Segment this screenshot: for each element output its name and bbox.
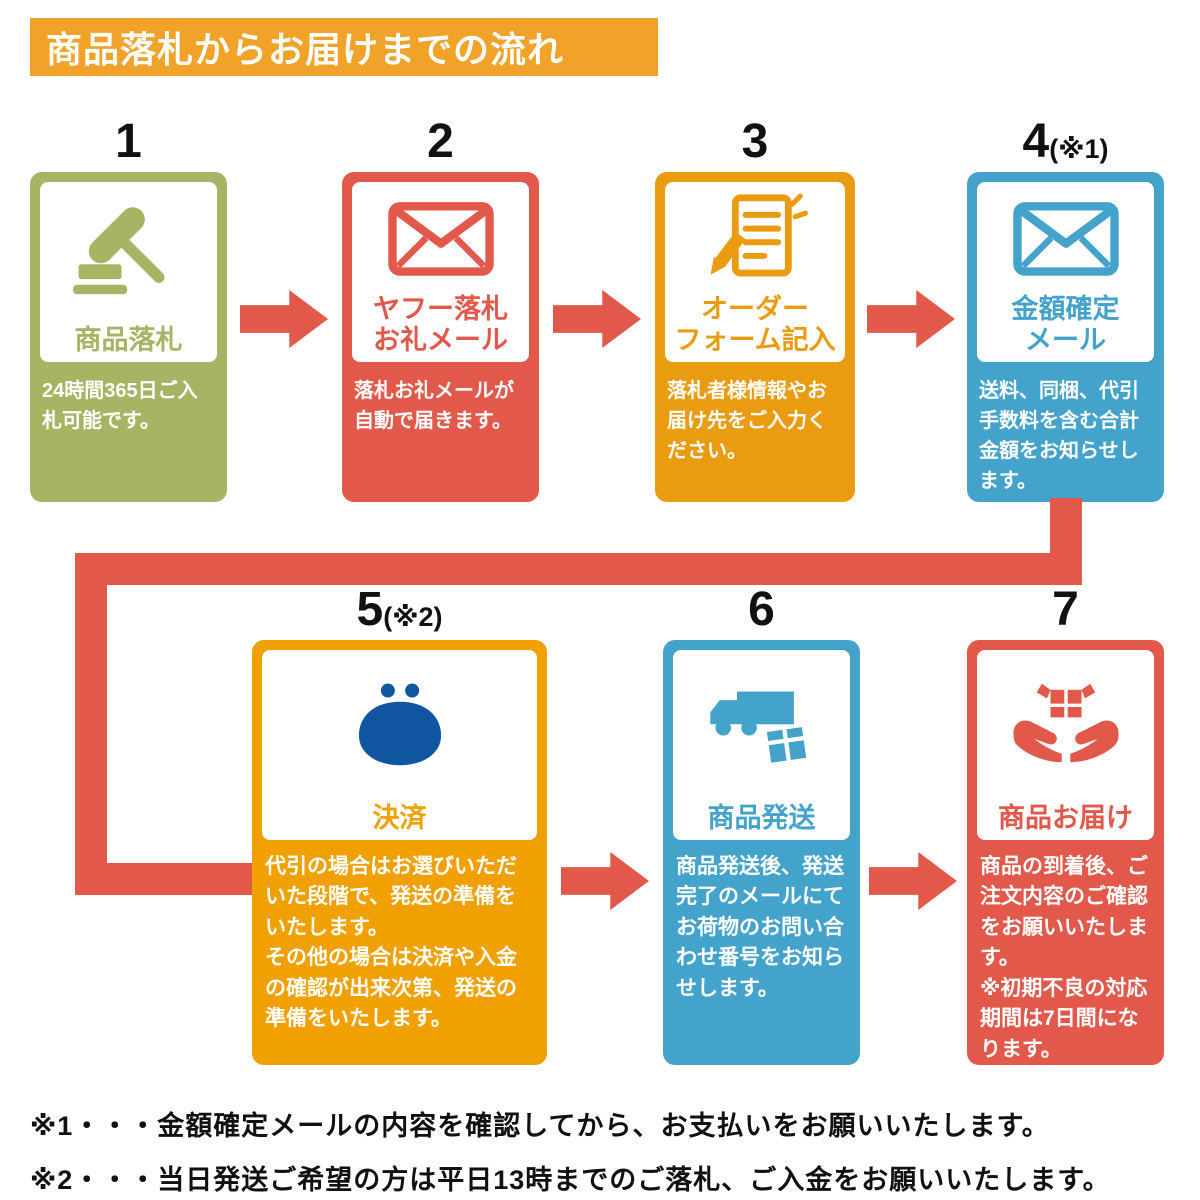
step-card-5-panel: 決済	[262, 650, 537, 840]
step-number-3-value: 3	[741, 115, 769, 168]
step-number-2-value: 2	[427, 115, 454, 168]
footnote-1: ※1・・・金額確定メールの内容を確認してから、お支払いをお願いいたします。	[30, 1111, 1050, 1141]
step-card-2-panel: ヤフー落札 お礼メール	[352, 182, 529, 362]
envelope-icon	[352, 182, 529, 294]
step-card-2: ヤフー落札 お礼メール 落札お礼メールが自動で届きます。	[342, 172, 539, 502]
step-number-4-value: 4	[1022, 115, 1050, 168]
flow-arrow-5-6	[561, 852, 649, 910]
flow-arrow-3-4	[867, 290, 955, 348]
step-card-6-panel: 商品発送	[673, 650, 850, 840]
flow-arrow-2-3	[553, 290, 641, 348]
step-card-1-title: 商品落札	[74, 324, 183, 355]
page-title-text: 商品落札からお届けまでの流れ	[46, 29, 565, 70]
step-card-3: オーダー フォーム記入 落札者様情報やお届け先をご入力ください。	[655, 172, 855, 502]
gavel-icon	[40, 182, 217, 325]
envelope-icon	[977, 182, 1154, 294]
page-title: 商品落札からお届けまでの流れ	[30, 18, 658, 76]
flow-arrow-1-2	[240, 290, 328, 348]
step-card-4-title: 金額確定 メール	[1011, 293, 1120, 355]
step-number-7-value: 7	[1052, 583, 1079, 636]
step-card-2-description: 落札お礼メールが自動で届きます。	[354, 380, 514, 432]
step-card-3-panel: オーダー フォーム記入	[665, 182, 845, 362]
flow-connector-vertical-left	[75, 553, 107, 895]
step-number-5: 5(※2)	[252, 578, 547, 634]
step-card-7-panel: 商品お届け	[977, 650, 1154, 840]
flow-arrow-6-7	[869, 852, 957, 910]
step-card-5: 決済 代引の場合はお選びいただいた段階で、発送の準備をいたします。 その他の場合…	[252, 640, 547, 1065]
step-card-3-title: オーダー フォーム記入	[674, 293, 836, 355]
step-card-2-title: ヤフー落札 お礼メール	[373, 293, 508, 355]
step-number-2: 2	[342, 110, 539, 166]
step-number-6: 6	[663, 578, 860, 634]
step-card-6-description: 商品発送後、発送完了のメールにてお荷物のお問い合わせ番号をお知らせします。	[676, 855, 844, 1000]
footnote-2: ※2・・・当日発送ご希望の方は平日13時までのご落札、ご入金をお願いいたします。	[30, 1165, 1111, 1195]
step-card-1-panel: 商品落札	[40, 182, 217, 362]
hands-package-icon	[977, 650, 1154, 803]
step-card-4-description: 送料、同梱、代引手数料を含む合計金額をお知らせします。	[979, 380, 1139, 492]
step-number-4: 4(※1)	[967, 110, 1164, 166]
step-card-3-description: 落札者様情報やお届け先をご入力ください。	[667, 380, 827, 462]
step-number-5-note: (※2)	[383, 602, 443, 632]
step-card-5-description: 代引の場合はお選びいただいた段階で、発送の準備をいたします。 その他の場合は決済…	[265, 855, 517, 1031]
flow-connector-into-5	[75, 863, 252, 895]
step-number-1: 1	[30, 110, 227, 166]
step-number-4-note: (※1)	[1049, 134, 1109, 164]
flow-connector-horizontal-top	[75, 553, 1082, 585]
step-card-6-title: 商品発送	[707, 802, 816, 833]
coin-purse-icon	[262, 650, 537, 803]
step-card-1-description: 24時間365日ご入札可能です。	[42, 380, 198, 432]
step-number-5-value: 5	[356, 583, 384, 636]
step-card-7-title: 商品お届け	[998, 802, 1133, 833]
step-card-5-title: 決済	[372, 802, 427, 833]
step-card-1: 商品落札 24時間365日ご入札可能です。	[30, 172, 227, 502]
step-number-1-value: 1	[115, 115, 142, 168]
step-card-4: 金額確定 メール 送料、同梱、代引手数料を含む合計金額をお知らせします。	[967, 172, 1164, 502]
truck-package-icon	[673, 650, 850, 803]
form-pencil-icon	[665, 182, 845, 294]
step-card-6: 商品発送 商品発送後、発送完了のメールにてお荷物のお問い合わせ番号をお知らせしま…	[663, 640, 860, 1065]
step-number-7: 7	[967, 578, 1164, 634]
step-card-7-description: 商品の到着後、ご注文内容のご確認をお願いいたします。 ※初期不良の対応期間は7日…	[980, 855, 1148, 1061]
step-card-4-panel: 金額確定 メール	[977, 182, 1154, 362]
step-card-7: 商品お届け 商品の到着後、ご注文内容のご確認をお願いいたします。 ※初期不良の対…	[967, 640, 1164, 1065]
step-number-3: 3	[655, 110, 855, 166]
step-number-6-value: 6	[748, 583, 775, 636]
